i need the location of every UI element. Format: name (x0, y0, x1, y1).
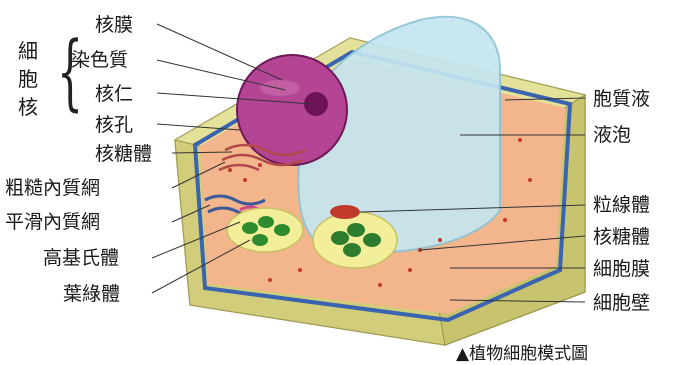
label-mitochondrion: 粒線體 (593, 194, 650, 216)
chloroplast-left (227, 208, 303, 252)
nucleus-group-brace: { (57, 13, 83, 133)
label-ribosome-left: 核糖體 (95, 143, 152, 165)
label-nuclear-pore: 核孔 (95, 114, 133, 136)
label-nucleolus: 核仁 (95, 83, 133, 105)
nucleus-group-char-3: 核 (18, 96, 38, 119)
nucleus-group-char-2: 胞 (18, 68, 38, 91)
label-cell-wall: 細胞壁 (593, 292, 650, 314)
nucleus-group-char-1: 細 (18, 40, 38, 63)
mitochondrion-shape (330, 205, 360, 219)
nucleus (237, 55, 347, 165)
label-cytoplasm: 胞質液 (593, 88, 650, 110)
label-golgi: 高基氏體 (43, 247, 119, 269)
label-nuclear-membrane: 核膜 (95, 14, 133, 36)
chromatin-shape (260, 80, 300, 96)
label-rough-er: 粗糙內質網 (5, 177, 100, 199)
label-cell-membrane: 細胞膜 (593, 258, 650, 280)
label-chloroplast: 葉綠體 (63, 283, 120, 305)
label-vacuole: 液泡 (593, 124, 631, 146)
label-ribosome-right: 核糖體 (593, 226, 650, 248)
label-chromatin: 染色質 (71, 49, 128, 71)
figure-caption: ▲植物細胞模式圖 (456, 339, 588, 364)
chloroplast-center (313, 212, 397, 268)
label-smooth-er: 平滑內質網 (5, 211, 100, 233)
